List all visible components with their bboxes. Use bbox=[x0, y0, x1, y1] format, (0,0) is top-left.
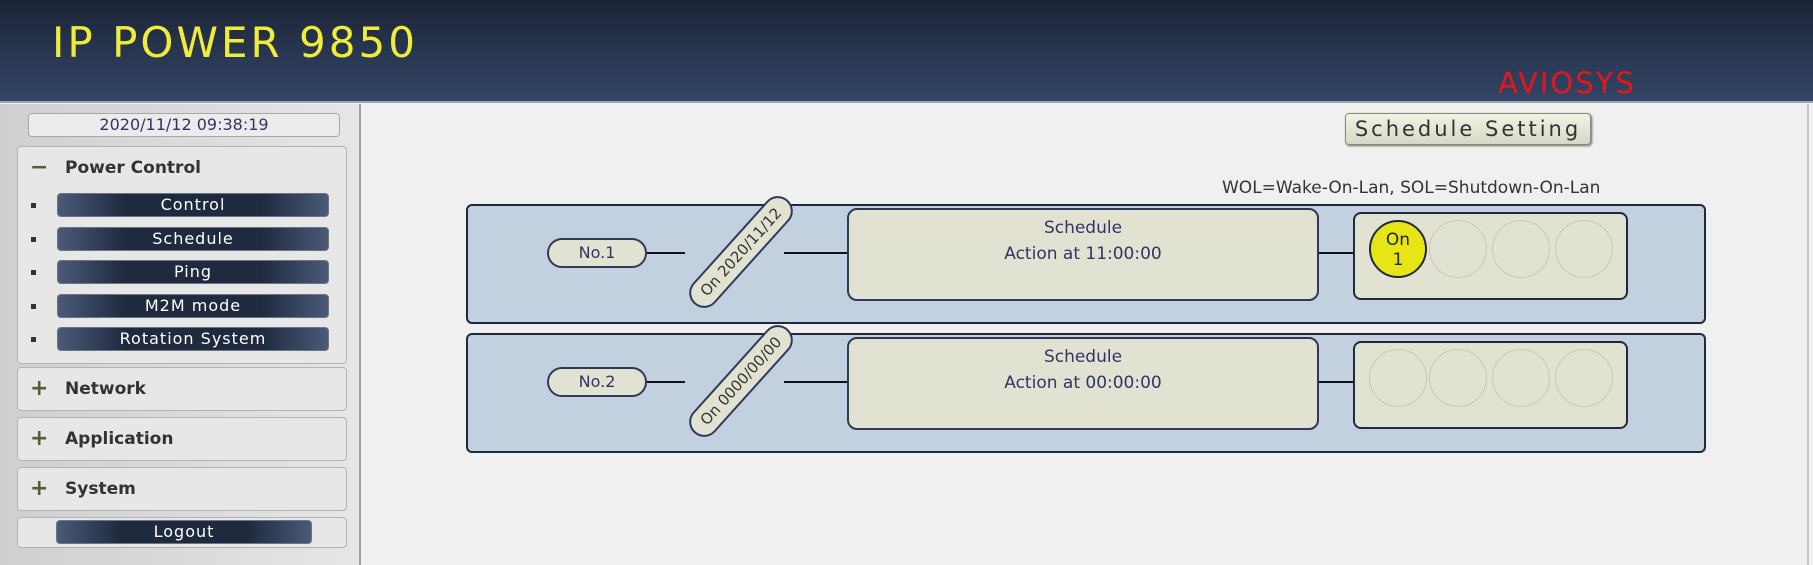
schedule-setting-button[interactable]: Schedule Setting bbox=[1345, 113, 1591, 145]
wol-sol-legend: WOL=Wake-On-Lan, SOL=Shutdown-On-Lan bbox=[1222, 178, 1601, 198]
connector-line bbox=[647, 381, 685, 383]
bullet-icon bbox=[31, 337, 36, 342]
schedule-action-time: Action at 11:00:00 bbox=[1004, 244, 1162, 264]
schedule-number[interactable]: No.2 bbox=[547, 367, 647, 397]
outlet-empty-indicator bbox=[1429, 349, 1487, 407]
bullet-icon bbox=[31, 237, 36, 242]
schedule-button[interactable]: Schedule bbox=[57, 227, 329, 251]
outlet-empty-indicator bbox=[1555, 349, 1613, 407]
header-banner: IP POWER 9850 AVIOSYS bbox=[0, 0, 1813, 103]
section-application-header[interactable]: + Application bbox=[30, 428, 173, 450]
outlet-empty-indicator bbox=[1492, 349, 1550, 407]
expand-icon[interactable]: + bbox=[30, 426, 49, 451]
schedule-action-box[interactable]: Schedule Action at 00:00:00 bbox=[847, 337, 1319, 430]
outlet-on-indicator: On 1 bbox=[1369, 220, 1427, 278]
menu-row-schedule: Schedule bbox=[18, 227, 348, 251]
content-border bbox=[1807, 104, 1809, 565]
outlet-number-label: 1 bbox=[1392, 250, 1404, 270]
menu-row-rotation: Rotation System bbox=[18, 327, 348, 351]
control-button[interactable]: Control bbox=[57, 193, 329, 217]
sidebar: 2020/11/12 09:38:19 − Power Control Cont… bbox=[0, 104, 361, 565]
bullet-icon bbox=[31, 304, 36, 309]
connector-line bbox=[647, 252, 685, 254]
outlet-group[interactable]: On 1 bbox=[1353, 212, 1628, 300]
section-power-control: − Power Control Control Schedule Ping M2… bbox=[17, 146, 347, 364]
collapse-icon[interactable]: − bbox=[30, 155, 49, 180]
ping-button[interactable]: Ping bbox=[57, 260, 329, 284]
schedule-date[interactable]: On 0000/00/00 bbox=[683, 318, 799, 444]
app-title: IP POWER 9850 bbox=[52, 18, 418, 67]
connector-line bbox=[784, 252, 847, 254]
schedule-action-time: Action at 00:00:00 bbox=[1004, 373, 1162, 393]
menu-row-m2m: M2M mode bbox=[18, 294, 348, 318]
logout-button[interactable]: Logout bbox=[56, 520, 312, 544]
menu-row-ping: Ping bbox=[18, 260, 348, 284]
expand-icon[interactable]: + bbox=[30, 476, 49, 501]
section-logout: Logout bbox=[17, 517, 347, 548]
outlet-empty-indicator bbox=[1492, 220, 1550, 278]
brand-logo: AVIOSYS bbox=[1498, 66, 1636, 100]
section-label: Network bbox=[65, 379, 146, 399]
section-power-control-header[interactable]: − Power Control bbox=[30, 157, 201, 179]
m2m-mode-button[interactable]: M2M mode bbox=[57, 294, 329, 318]
connector-line bbox=[784, 381, 847, 383]
schedule-date[interactable]: On 2020/11/12 bbox=[683, 189, 799, 315]
connector-line bbox=[1319, 252, 1353, 254]
section-label: System bbox=[65, 479, 136, 499]
section-application[interactable]: + Application bbox=[17, 417, 347, 461]
connector-line bbox=[1319, 381, 1353, 383]
outlet-state-label: On bbox=[1385, 230, 1411, 250]
schedule-title: Schedule bbox=[1043, 218, 1123, 238]
menu-row-control: Control bbox=[18, 193, 348, 217]
schedule-title: Schedule bbox=[1043, 347, 1123, 367]
outlet-empty-indicator bbox=[1429, 220, 1487, 278]
section-network-header[interactable]: + Network bbox=[30, 378, 146, 400]
schedule-number[interactable]: No.1 bbox=[547, 238, 647, 268]
schedule-action-box[interactable]: Schedule Action at 11:00:00 bbox=[847, 208, 1319, 301]
datetime-display: 2020/11/12 09:38:19 bbox=[28, 113, 340, 137]
bullet-icon bbox=[31, 270, 36, 275]
section-system[interactable]: + System bbox=[17, 467, 347, 511]
outlet-group[interactable] bbox=[1353, 341, 1628, 429]
section-system-header[interactable]: + System bbox=[30, 478, 136, 500]
section-network[interactable]: + Network bbox=[17, 367, 347, 411]
bullet-icon bbox=[31, 203, 36, 208]
outlet-empty-indicator bbox=[1555, 220, 1613, 278]
rotation-system-button[interactable]: Rotation System bbox=[57, 327, 329, 351]
schedule-row: No.2 On 0000/00/00 Schedule Action at 00… bbox=[466, 318, 1706, 453]
schedule-row: No.1 On 2020/11/12 Schedule Action at 11… bbox=[466, 189, 1706, 324]
expand-icon[interactable]: + bbox=[30, 376, 49, 401]
outlet-empty-indicator bbox=[1369, 349, 1427, 407]
section-label: Application bbox=[65, 429, 174, 449]
section-label: Power Control bbox=[65, 158, 201, 178]
